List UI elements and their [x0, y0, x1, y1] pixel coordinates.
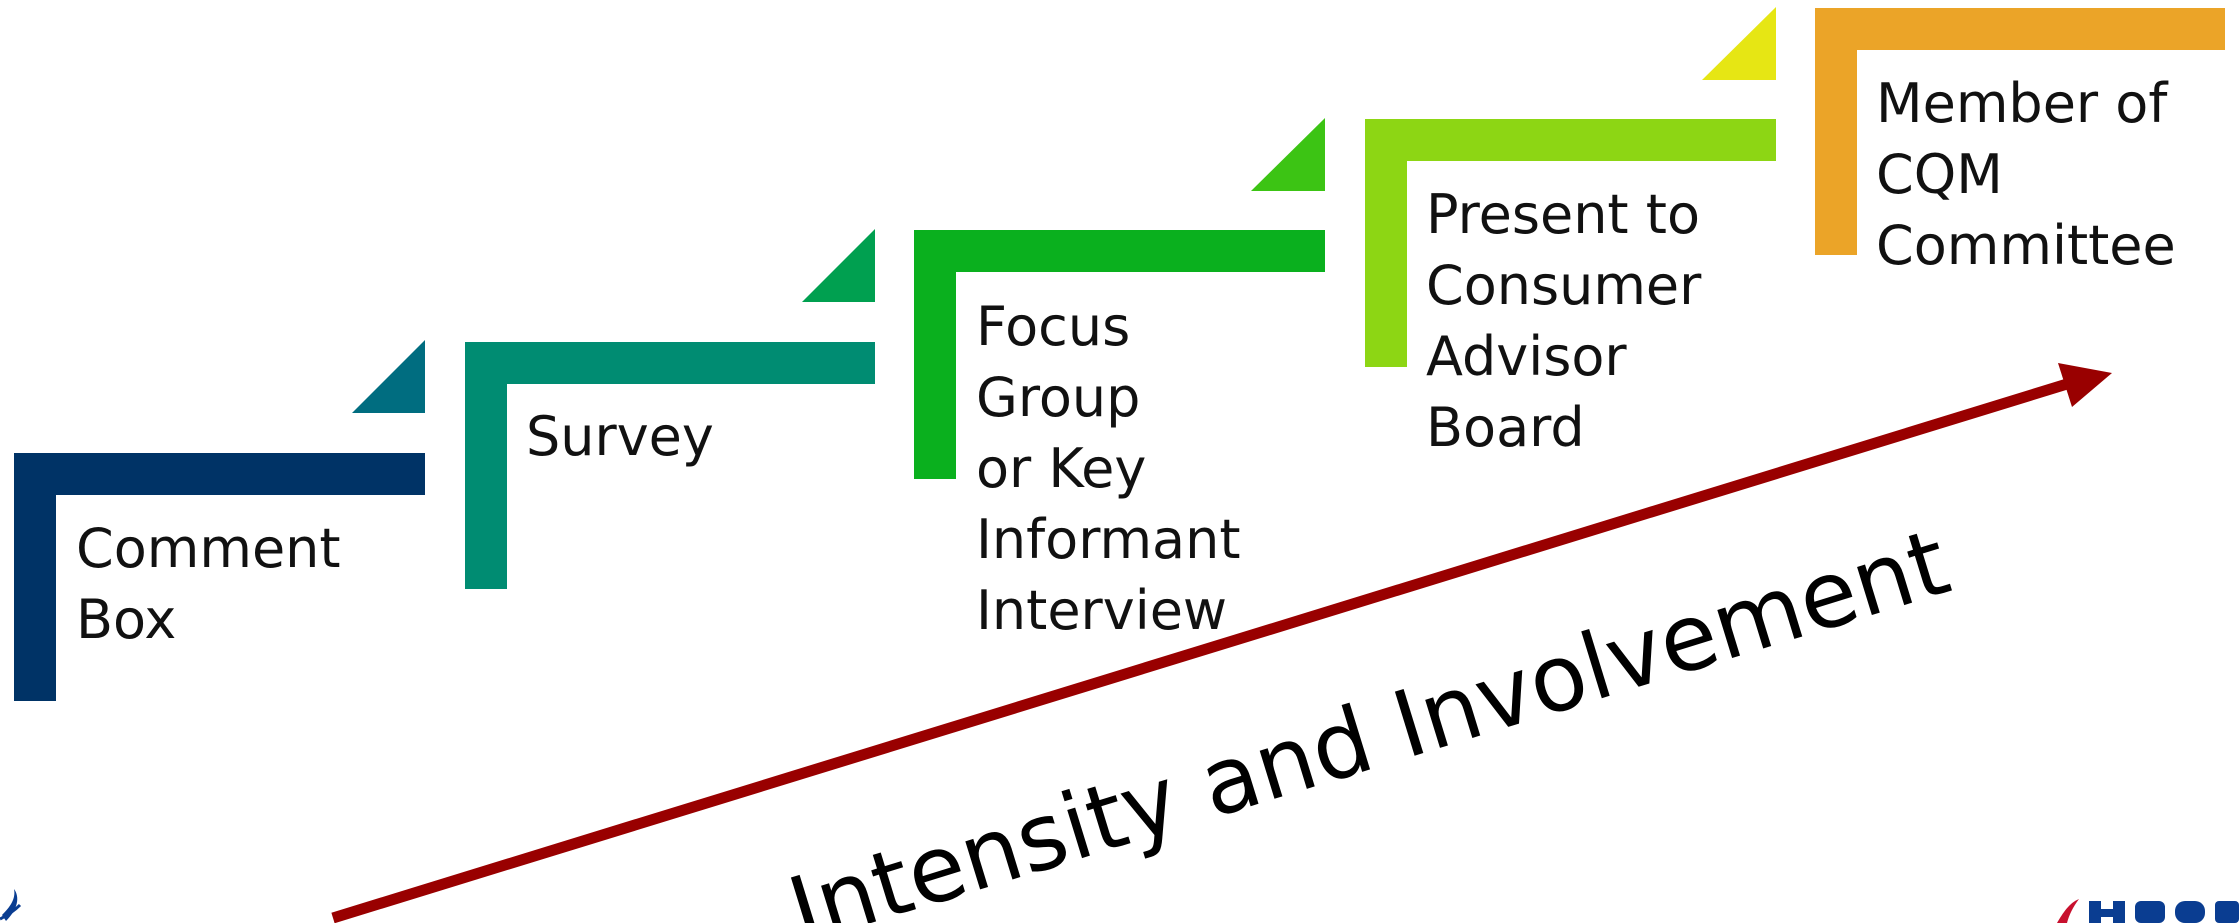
intensity-arrow-shaft [331, 374, 2082, 923]
step-cqm-committee-label: Member of CQM Committee [1876, 72, 2176, 277]
organization-logo-icon [0, 889, 22, 921]
hrsa-logo-icon [2057, 899, 2239, 923]
step-focus-group-label: Focus Group or Key Informant Interview [976, 295, 1241, 642]
step-comment-box-top-bar [14, 453, 425, 495]
step-consumer-advisor-board-top-bar [1365, 119, 1776, 161]
step-cqm-committee-top-bar [1815, 8, 2225, 50]
intensity-arrow-caption: Intensity and Involvement [777, 509, 1961, 923]
step-consumer-advisor-board-left-bar [1365, 119, 1407, 367]
step-focus-group-corner-triangle [1251, 118, 1325, 191]
step-survey-corner-triangle [802, 229, 875, 302]
step-comment-box-corner-triangle [352, 340, 425, 413]
step-cqm-committee-left-bar [1815, 8, 1857, 255]
step-survey-label: Survey [526, 405, 714, 468]
step-consumer-advisor-board-label: Present to Consumer Advisor Board [1426, 183, 1702, 459]
step-comment-box-left-bar [14, 453, 56, 701]
step-survey-top-bar [465, 342, 875, 384]
step-comment-box-label: Comment Box [76, 517, 341, 651]
step-focus-group-left-bar [914, 230, 956, 479]
step-consumer-advisor-board-corner-triangle [1702, 7, 1776, 80]
step-survey-left-bar [465, 342, 507, 589]
step-focus-group-top-bar [914, 230, 1325, 272]
intensity-arrow-head [2058, 363, 2112, 407]
